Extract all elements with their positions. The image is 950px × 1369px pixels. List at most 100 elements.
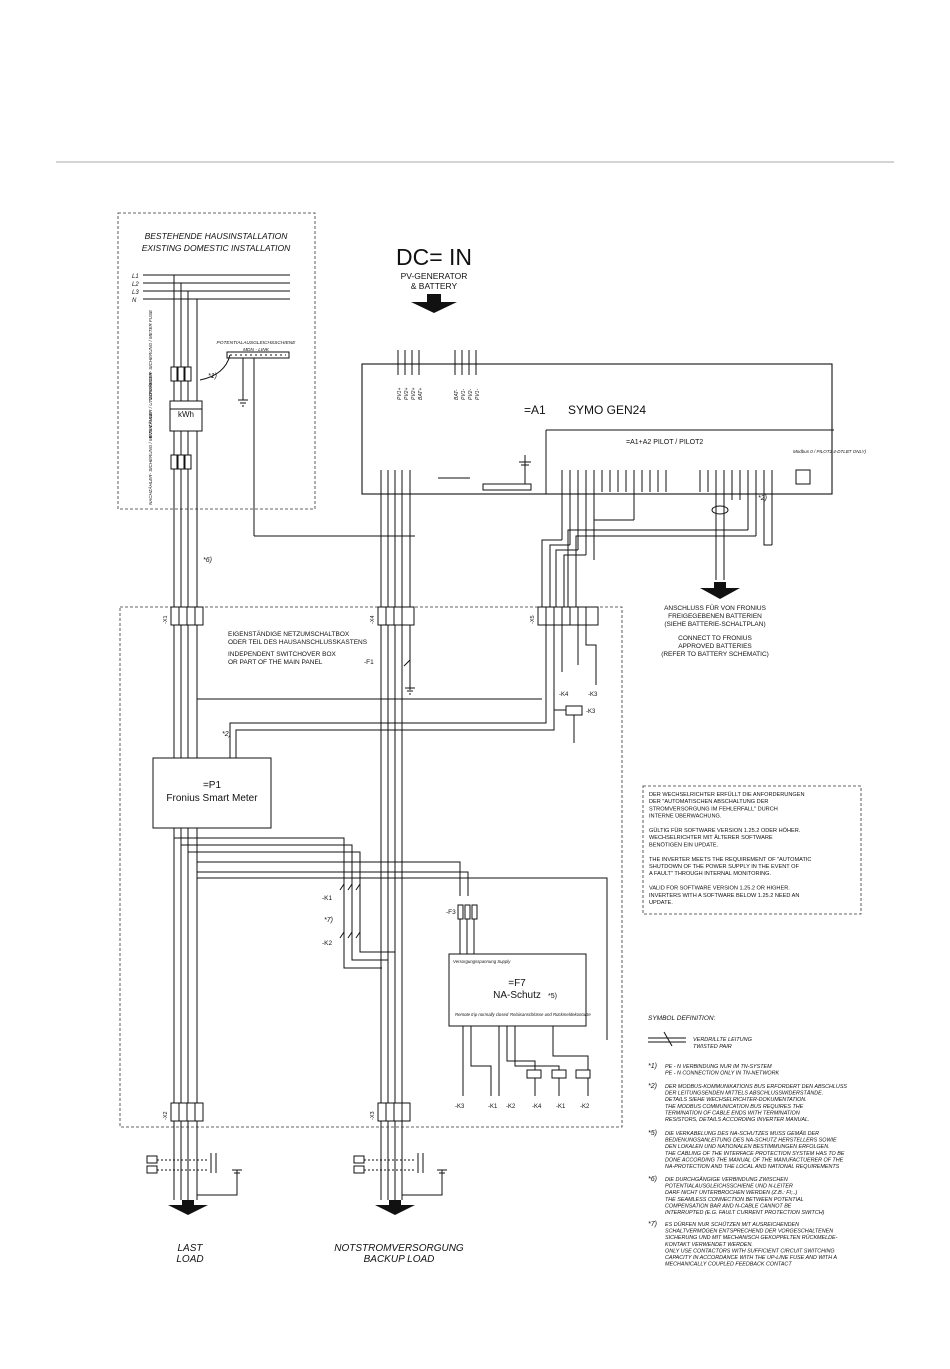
terminal-strip-x2: [170, 1102, 204, 1122]
io-terminals: [561, 470, 667, 560]
bat-terminal-label: PV2-: [468, 389, 474, 400]
na-schutz-note: *5): [548, 993, 557, 1000]
mdn-link-label: MDN - LINK: [243, 347, 270, 353]
fault-note-line: THE INVERTER MEETS THE REQUIREMENT OF "A…: [649, 857, 811, 863]
utility-meter-label: kWh: [178, 410, 194, 419]
battery-note: (REFER TO BATTERY SCHEMATIC): [661, 651, 769, 658]
potential-link-terminal: [438, 455, 532, 491]
switchbox-en1: INDEPENDENT SWITCHOVER BOX: [228, 651, 337, 658]
na-relay-wiring: [462, 1026, 591, 1096]
legend-title: SYMBOL DEFINITION:: [648, 1015, 716, 1022]
existing-title-de: BESTEHENDE HAUSINSTALLATION: [145, 231, 289, 241]
terminal-strip-x1: [170, 606, 204, 626]
legend-note-line: DIE VERKABELUNG DES NA-SCHUTZES MUSS GEM…: [665, 1130, 819, 1137]
smart-meter-name: Fronius Smart Meter: [166, 793, 258, 804]
utility-meter-box: [169, 400, 203, 432]
modbus-label: Modbus 0 / PILOT2 4-DTLBT ONLY): [793, 449, 867, 454]
bat-terminal-label: PV1-: [461, 389, 467, 400]
x5-label: -X5: [530, 615, 536, 624]
legend-note-line: COMPENSATION BAR AND N-CABLE CANNOT BE: [665, 1203, 792, 1209]
last-load-label-2: LOAD: [176, 1254, 203, 1265]
battery-note: ANSCHLUSS FÜR VON FRONIUS: [664, 604, 767, 612]
terminal-strip-x5: [537, 606, 599, 626]
fault-note-line: STROMVERSORGUNG IM FEHLERFALL" DURCH: [649, 806, 778, 812]
legend-note-line: BEDIENUNGSANLEITUNG DES NA-SCHUTZ HERSTE…: [665, 1138, 837, 1144]
na-bottom-label: -K3: [455, 1104, 465, 1110]
utility-meter-side-label: EVU-ZÄHLER / UTILITY-METER: [147, 371, 153, 438]
bat-terminal-label: PV1-: [475, 389, 481, 400]
battery-note: CONNECT TO FRONIUS: [678, 635, 752, 642]
legend-note-line: THE CABLING OF THE INTERFACE PROTECTION …: [665, 1151, 845, 1157]
ac-terminals: [380, 470, 411, 1140]
fault-note-box: [642, 785, 862, 915]
fault-note-line: A FAULT" THROUGH INTERNAL MONITORING.: [649, 871, 772, 877]
downstream-fuse-label: NACHZÄHLER- SICHERUNG / METER FUSE: [147, 411, 153, 505]
x1-label: -X1: [163, 615, 169, 624]
x4-label: -X4: [370, 615, 376, 624]
battery-note: APPROVED BATTERIES: [678, 643, 752, 650]
pv-terminal-label: PV2+: [404, 388, 410, 400]
pv-terminals: [397, 350, 477, 375]
legend-note-line: ONLY USE CONTACTORS WITH SUFFICIENT CIRC…: [665, 1248, 835, 1254]
na-bottom-label: -K1: [556, 1104, 566, 1110]
legend-note-tag: *2): [648, 1083, 657, 1090]
switchbox-de1: EIGENSTÄNDIGE NETZUMSCHALTBOX: [228, 630, 350, 638]
switchbox-en2: OR PART OF THE MAIN PANEL: [228, 659, 323, 666]
k3-coil-label: -K3: [586, 709, 596, 715]
legend-note-line: POTENTIALAUSGLEICHSSCHIENE UND N-LEITER: [665, 1184, 793, 1190]
existing-installation-box: [117, 212, 316, 510]
legend-note-line: PE - N VERBINDUNG NUR IM TN-SYSTEM: [665, 1064, 772, 1070]
potential-bar: [226, 351, 290, 359]
f3-label: -F3: [446, 909, 456, 916]
fault-note-line: SHUTDOWN OF THE POWER SUPPLY IN THE EVEN…: [649, 864, 799, 870]
switchbox-frame: [119, 606, 623, 1128]
inverter-id: =A1: [524, 403, 546, 417]
legend-note-line: THE SEAMLESS CONNECTION BETWEEN POTENTIA…: [665, 1197, 804, 1203]
fault-note-line: INTERNE ÜBERWACHUNG.: [649, 813, 722, 820]
upstream-fuse-label: VORZÄHLER- SICHERUNG / METER FUSE: [147, 309, 153, 400]
legend-note-tag: *5): [648, 1130, 657, 1137]
na-schutz-id: =F7: [508, 978, 526, 989]
na-bottom-label: -K4: [532, 1104, 542, 1110]
na-bottom-label: -K2: [580, 1104, 590, 1110]
legend-note-line: DER LEITUNGSENDEN MITTELS ABSCHLUSSWIDER…: [665, 1090, 823, 1097]
legend-note-tag: *6): [648, 1176, 657, 1183]
legend-note-line: DARF NICHT UNTERBROCHEN WERDEN (Z.B.: FI…: [665, 1190, 797, 1196]
fault-note-line: INVERTERS WITH A SOFTWARE BELOW 1.25.2 N…: [649, 893, 799, 899]
potential-bar-label: POTENTIALAUSGLEICHSSCHIENE: [217, 340, 297, 346]
terminal-strip-x3: [377, 1102, 411, 1122]
phase-l3: L3: [132, 290, 139, 296]
x2-label: -X2: [163, 1111, 169, 1120]
legend-note-line: PE - N CONNECTION ONLY IN TN-NETWORK: [665, 1071, 780, 1077]
na-bottom-label: -K1: [488, 1104, 498, 1110]
phase-l2: L2: [132, 282, 139, 288]
legend-note-line: DER MODBUS-KOMMUNIKATIONS BUS ERFORDERT …: [665, 1084, 847, 1090]
backup-load-label-1: NOTSTROMVERSORGUNG: [334, 1243, 464, 1254]
na-schutz-name: NA-Schutz: [493, 990, 541, 1001]
legend-note-line: RESISTORS, DETAILS ACCORDING INVERTER MA…: [665, 1117, 809, 1123]
modbus-port: [795, 469, 811, 485]
phase-l1: L1: [132, 274, 139, 280]
fault-note-line: DER "AUTOMATISCHEN ABSCHALTUNG DER: [649, 799, 768, 805]
phase-n: N: [132, 298, 137, 304]
legend-note-line: DIE DURCHGÄNGIGE VERBINDUNG ZWISCHEN: [665, 1176, 788, 1183]
k3-label: -K3: [588, 692, 598, 698]
k4-label: -K4: [559, 692, 569, 698]
battery-note: FREIGEGEBENEN BATTERIEN: [668, 613, 762, 620]
load-breaker-last: [146, 1140, 242, 1200]
legend-note-line: KONTAKT VERWENDET WERDEN.: [665, 1242, 753, 1248]
fault-note-line: UPDATE.: [649, 900, 673, 906]
battery-arrow-icon: [700, 582, 740, 599]
na-supply-label: Versorgungsspannung Supply: [453, 959, 511, 964]
legend-note-line: THE MODBUS COMMUNICATION BUS REQUIRES TH…: [665, 1104, 804, 1110]
k1-label: -K1: [322, 895, 333, 902]
pv-terminal-label: BAT+: [418, 388, 424, 400]
legend-twisted-de: VERDRILLTE LEITUNG: [693, 1037, 753, 1043]
legend-note-tag: *1): [648, 1063, 657, 1070]
legend-note-line: ES DÜRFEN NUR SCHÜTZEN MIT AUSREICHENDEN: [665, 1221, 799, 1228]
pv-terminal-label: PV1+: [397, 388, 403, 400]
switchbox-de2: ODER TEIL DES HAUSANSCHLUSSKASTENS: [228, 639, 368, 646]
fuse-icon: [170, 366, 192, 470]
legend-note-line: SCHALTVERMÖGEN ENTSPRECHEND DER VORGESCH…: [665, 1228, 833, 1235]
